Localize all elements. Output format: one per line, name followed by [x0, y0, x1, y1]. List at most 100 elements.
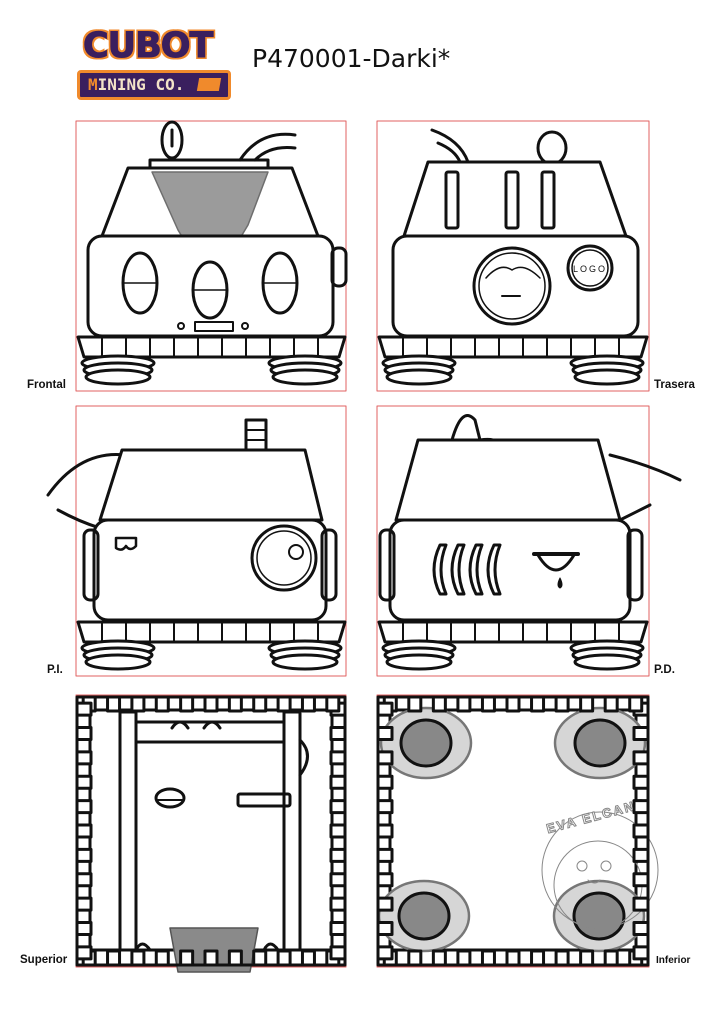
label-frontal: Frontal: [27, 379, 66, 391]
tab-notch: [329, 945, 347, 961]
tab-notch: [530, 695, 546, 713]
tab-frame: [376, 695, 650, 967]
tab-notch: [632, 726, 650, 742]
label-pi: P.I.: [47, 664, 63, 676]
back-view: LOGO: [391, 128, 640, 338]
tab-notch: [75, 847, 93, 863]
tab-notch: [632, 799, 650, 815]
top-view: [75, 695, 347, 973]
label-pd: P.D.: [654, 664, 675, 676]
tab-notch: [179, 949, 195, 967]
logo-m: M: [88, 75, 98, 94]
base-strip: [377, 335, 649, 359]
tab-notch: [632, 823, 650, 839]
tab-notch: [154, 695, 170, 713]
tab-notch: [75, 701, 93, 717]
tab-notch: [325, 695, 341, 713]
tab-notch: [329, 750, 347, 766]
tab-notch: [329, 920, 347, 936]
tab-notch: [300, 949, 316, 967]
right-side-view: [378, 414, 682, 622]
tab-frame: [75, 695, 347, 967]
tab-notch: [505, 949, 521, 967]
tab-notch: [179, 695, 195, 713]
tab-notch: [252, 949, 268, 967]
tab-notch: [579, 949, 595, 967]
tab-notch: [203, 949, 219, 967]
tab-notch: [300, 695, 316, 713]
foot: [84, 368, 152, 386]
tab-notch: [75, 774, 93, 790]
label-trasera: Trasera: [654, 379, 695, 391]
logo-rest: INING CO.: [97, 75, 185, 94]
tab-notch: [603, 949, 619, 967]
back-logo-text: LOGO: [573, 264, 607, 274]
tab-notch: [376, 872, 394, 888]
tab-notch: [376, 799, 394, 815]
tab-notch: [329, 726, 347, 742]
logo-mining-co: MINING CO.: [77, 70, 231, 100]
base-strip: [377, 620, 649, 644]
tab-notch: [376, 945, 394, 961]
bottom-view: EVA ELCANO: [376, 695, 659, 967]
tab-notch: [376, 823, 394, 839]
tab-notch: [376, 726, 394, 742]
bases: [76, 335, 649, 671]
front-view: [86, 120, 348, 338]
tab-notch: [554, 695, 570, 713]
tab-notch: [632, 872, 650, 888]
cubot-mining-logo: CUBOT MINING CO.: [75, 18, 235, 104]
tab-notch: [106, 695, 122, 713]
tab-notch: [407, 949, 423, 967]
tab-notch: [376, 896, 394, 912]
tab-notch: [329, 872, 347, 888]
tab-notch: [106, 949, 122, 967]
tab-notch: [329, 847, 347, 863]
foot: [385, 368, 453, 386]
tab-notch: [632, 847, 650, 863]
logo-cubot: CUBOT: [82, 26, 213, 67]
tab-notch: [75, 872, 93, 888]
tab-notch: [456, 695, 472, 713]
tab-notch: [75, 945, 93, 961]
tab-notch: [276, 949, 292, 967]
tab-notch: [632, 920, 650, 936]
tab-notch: [628, 695, 644, 713]
tab-notch: [632, 750, 650, 766]
tab-notch: [407, 695, 423, 713]
label-inferior: Inferior: [656, 955, 691, 966]
tab-notch: [632, 945, 650, 961]
foot: [271, 653, 339, 671]
tab-notch: [252, 695, 268, 713]
tab-notch: [376, 847, 394, 863]
foot: [271, 368, 339, 386]
left-side-view: [46, 418, 338, 622]
tab-notch: [376, 920, 394, 936]
foot: [385, 653, 453, 671]
tab-notch: [505, 695, 521, 713]
tab-notch: [530, 949, 546, 967]
tab-notch: [554, 949, 570, 967]
page-title: P470001-Darki*: [252, 44, 451, 73]
tab-notch: [75, 896, 93, 912]
tab-notch: [480, 695, 496, 713]
tab-notch: [376, 701, 394, 717]
tab-notch: [203, 695, 219, 713]
tab-notch: [456, 949, 472, 967]
tab-notch: [376, 774, 394, 790]
tab-notch: [227, 949, 243, 967]
foot: [573, 653, 641, 671]
tab-notch: [431, 695, 447, 713]
tab-notch: [276, 695, 292, 713]
tab-notch: [154, 949, 170, 967]
tab-notch: [75, 726, 93, 742]
tab-notch: [227, 695, 243, 713]
tab-notch: [130, 695, 146, 713]
tab-notch: [75, 799, 93, 815]
tab-notch: [130, 949, 146, 967]
tab-notch: [603, 695, 619, 713]
label-superior: Superior: [20, 954, 68, 966]
base-strip: [76, 335, 347, 359]
tab-notch: [431, 949, 447, 967]
